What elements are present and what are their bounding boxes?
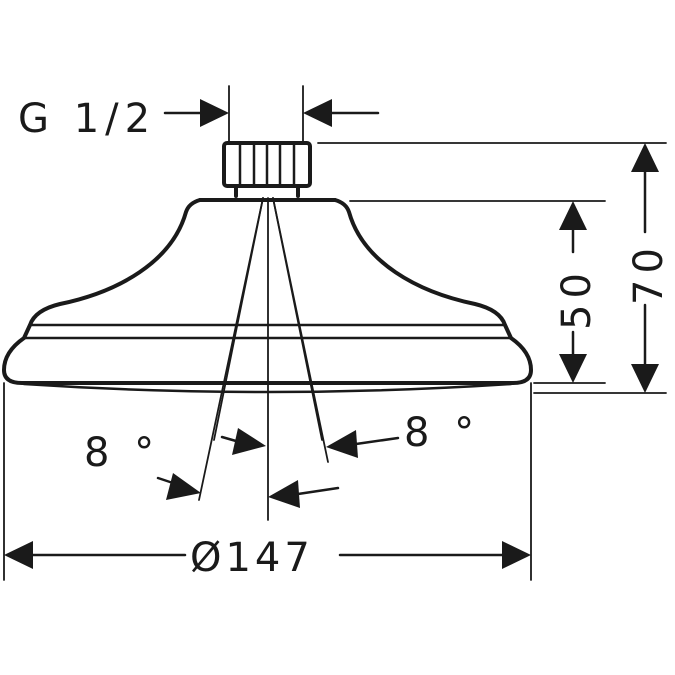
- arrow-right: [502, 541, 531, 569]
- head-neck: [234, 184, 300, 198]
- arrow-right: [200, 99, 229, 127]
- angle-leader-right: [296, 486, 340, 496]
- angle-right-label: 8 °: [404, 410, 480, 456]
- angle-left-label: 8 °: [84, 430, 160, 476]
- arrow-down: [631, 364, 659, 393]
- angle-dimensions: 8 ° 8 °: [84, 410, 480, 508]
- height-70-label: 70: [626, 242, 672, 305]
- diameter-dimension: Ø147: [3, 382, 532, 581]
- arrow-left: [326, 430, 358, 458]
- spray-line-right-outer: [272, 197, 323, 441]
- arrow-up: [631, 143, 659, 172]
- thread-label: G 1/2: [18, 96, 156, 142]
- head-body: [2, 198, 533, 385]
- height-dimensions: 70 50: [317, 142, 672, 394]
- arrow-left: [268, 480, 300, 508]
- arrow-right: [232, 428, 266, 455]
- spray-line-left-inner: [213, 197, 264, 441]
- arrow-left: [4, 541, 33, 569]
- angle-leader-right: [354, 436, 400, 446]
- diameter-label: Ø147: [190, 535, 314, 581]
- arrow-right: [166, 473, 201, 500]
- arrow-down: [559, 354, 587, 383]
- angle-leader-left: [220, 435, 238, 443]
- arrow-up: [559, 201, 587, 230]
- height-50-label: 50: [554, 267, 600, 330]
- arrow-left: [303, 99, 332, 127]
- spray-angle-lines: [198, 197, 329, 521]
- thread-dimension: G 1/2: [18, 85, 380, 144]
